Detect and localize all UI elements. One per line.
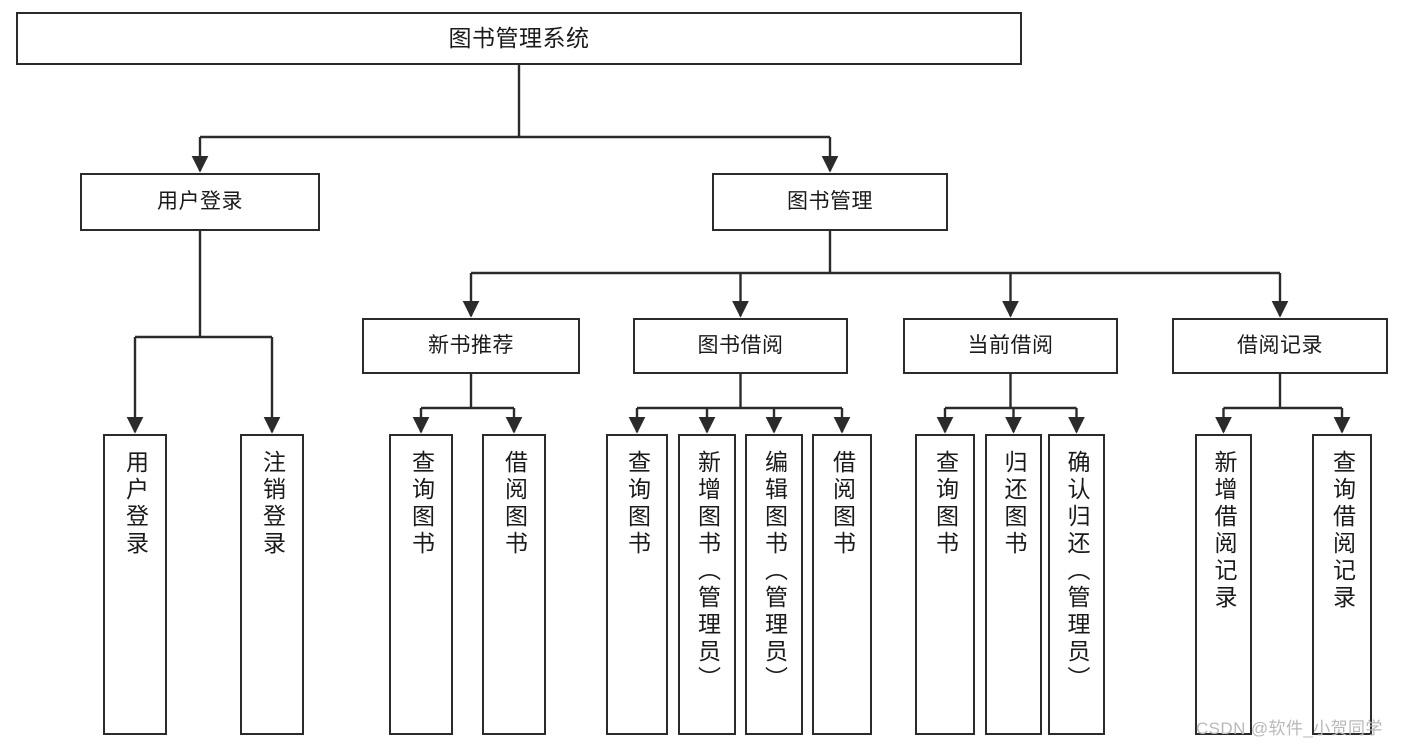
node-leaf-user-logout[interactable]: 注销登录 xyxy=(240,434,304,735)
node-label: 借阅图书 xyxy=(829,450,856,558)
node-label: 当前借阅 xyxy=(967,334,1054,358)
node-label: 查询图书 xyxy=(932,450,959,558)
node-label: 图书管理 xyxy=(787,190,873,214)
node-root[interactable]: 图书管理系统 xyxy=(16,12,1022,65)
node-new-book-rec[interactable]: 新书推荐 xyxy=(362,318,580,374)
node-label: 注销登录 xyxy=(259,450,286,558)
node-book-manage[interactable]: 图书管理 xyxy=(712,173,948,231)
csdn-watermark: CSDN @软件_小贺同学 xyxy=(1196,719,1383,738)
node-label: 新书推荐 xyxy=(428,334,514,358)
node-current-borrow[interactable]: 当前借阅 xyxy=(903,318,1118,374)
node-leaf-return-book[interactable]: 归还图书 xyxy=(985,434,1042,735)
edge-paths xyxy=(126,65,1351,434)
node-label: 归还图书 xyxy=(1001,450,1027,558)
node-leaf-add-record[interactable]: 新增借阅记录 xyxy=(1195,434,1252,735)
node-label: 确认归还（管理员） xyxy=(1064,450,1090,693)
node-leaf-query-book-1[interactable]: 查询图书 xyxy=(389,434,453,735)
node-label: 借阅图书 xyxy=(501,450,528,558)
node-leaf-query-book-3[interactable]: 查询图书 xyxy=(915,434,975,735)
node-leaf-edit-book[interactable]: 编辑图书（管理员） xyxy=(745,434,803,735)
node-label: 新增借阅记录 xyxy=(1211,450,1237,612)
node-leaf-borrow-book-2[interactable]: 借阅图书 xyxy=(812,434,872,735)
node-leaf-user-login[interactable]: 用户登录 xyxy=(103,434,167,735)
node-label: 图书借阅 xyxy=(697,334,784,358)
node-label: 用户登录 xyxy=(157,190,243,214)
node-label: 图书管理系统 xyxy=(448,24,590,51)
node-label: 用户登录 xyxy=(122,450,149,558)
node-leaf-add-book[interactable]: 新增图书（管理员） xyxy=(678,434,736,735)
node-label: 查询借阅记录 xyxy=(1329,450,1356,612)
node-leaf-confirm-return[interactable]: 确认归还（管理员） xyxy=(1048,434,1105,735)
node-book-borrow[interactable]: 图书借阅 xyxy=(633,318,848,374)
node-borrow-record[interactable]: 借阅记录 xyxy=(1172,318,1388,374)
node-leaf-query-book-2[interactable]: 查询图书 xyxy=(606,434,668,735)
node-leaf-borrow-book-1[interactable]: 借阅图书 xyxy=(482,434,546,735)
node-label: 新增图书（管理员） xyxy=(694,450,721,693)
node-label: 借阅记录 xyxy=(1237,334,1323,358)
node-label: 查询图书 xyxy=(624,450,651,558)
node-leaf-query-record[interactable]: 查询借阅记录 xyxy=(1312,434,1372,735)
node-label: 编辑图书（管理员） xyxy=(761,450,788,693)
node-label: 查询图书 xyxy=(408,450,435,558)
node-user-login[interactable]: 用户登录 xyxy=(80,173,320,231)
